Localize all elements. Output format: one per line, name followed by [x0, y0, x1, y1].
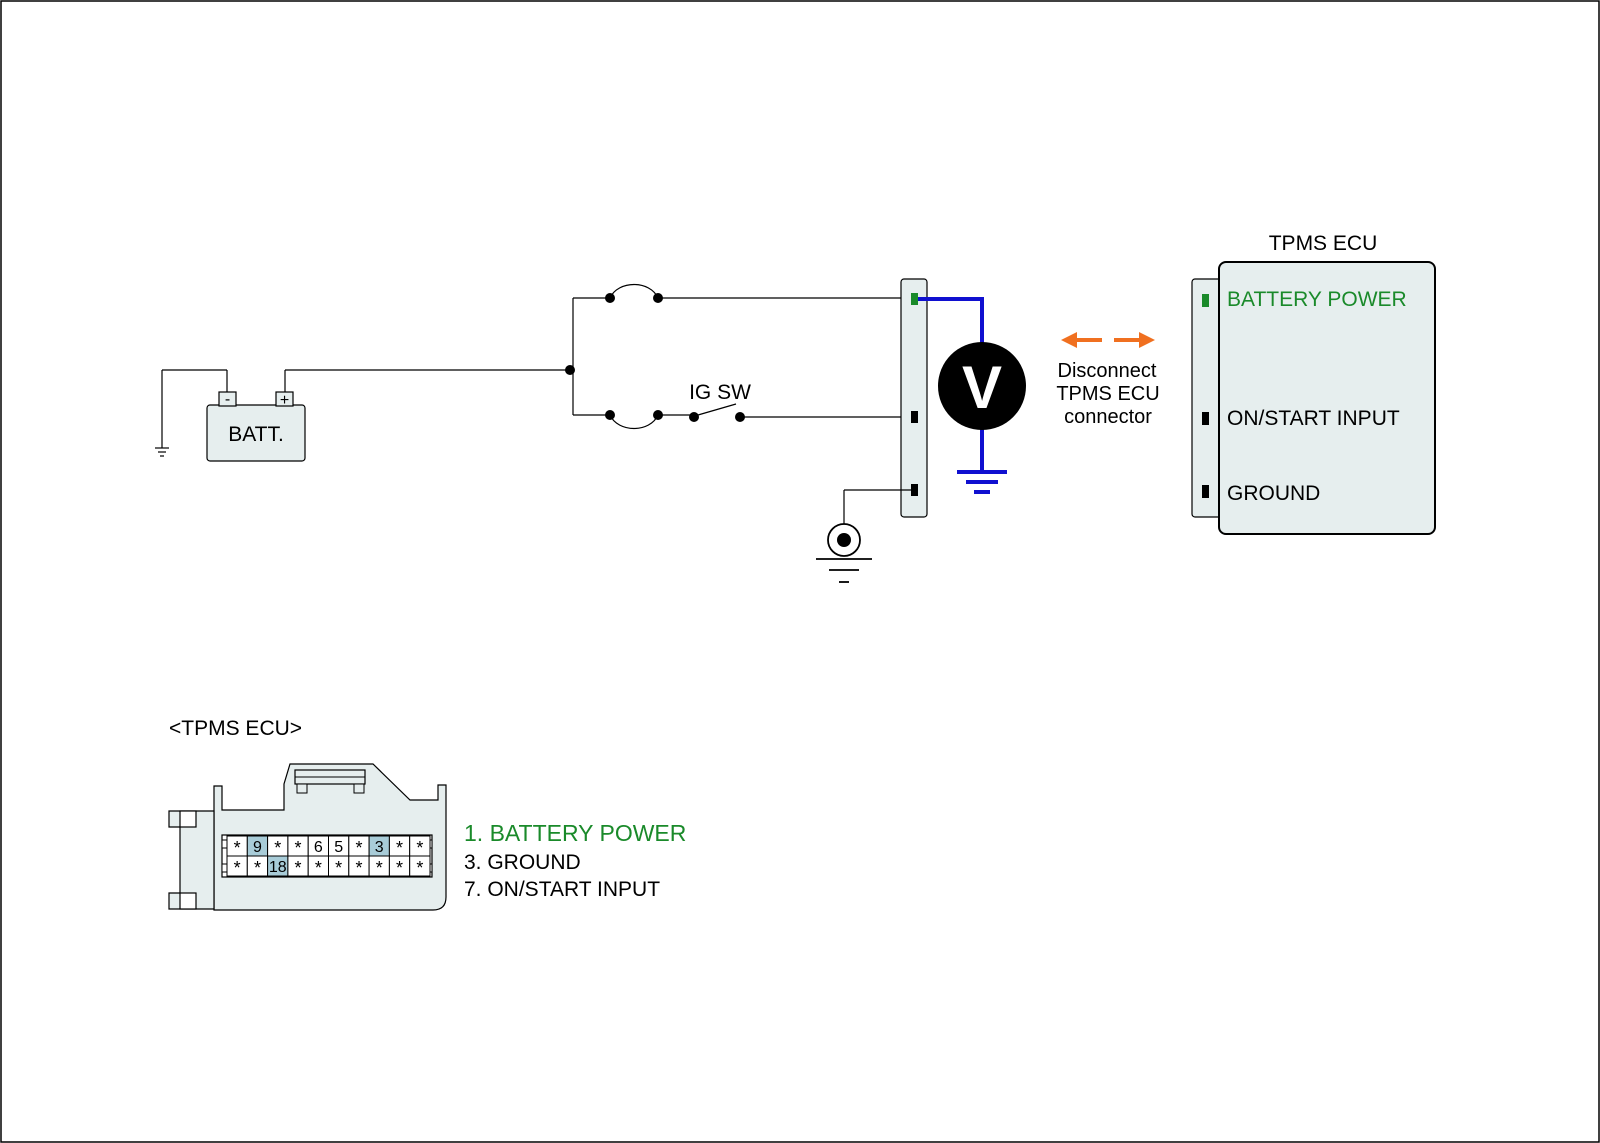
connector-pin-cell — [409, 855, 431, 877]
connector-pin-label: * — [234, 858, 241, 878]
power-distribution: IG SW — [565, 284, 912, 429]
harness-connector — [816, 278, 928, 583]
voltmeter-icon — [938, 342, 1026, 430]
arrow-left-icon — [1061, 332, 1102, 348]
instruction-line-3: connector — [1064, 406, 1152, 428]
harness-pin-ignition — [911, 411, 918, 423]
connector-pin-label: * — [315, 858, 322, 878]
ignition-switch-icon — [689, 403, 745, 422]
battery-label: BATT. — [228, 423, 284, 446]
voltmeter: V — [918, 297, 1026, 494]
arrow-right-icon — [1114, 332, 1155, 348]
connector-pin-label: * — [335, 858, 342, 878]
ecu-pin-battery — [1202, 294, 1209, 307]
instruction-line-2: TPMS ECU — [1056, 383, 1159, 405]
probe-ground-icon — [957, 470, 1007, 494]
ecu-pin-ground — [1202, 485, 1209, 498]
connector-pin-label: * — [355, 838, 362, 858]
connector-pin-label: 3 — [375, 839, 384, 856]
connector-pin-label: 5 — [334, 839, 343, 856]
legend-item: 3. GROUND — [464, 851, 581, 874]
battery-minus-label: - — [225, 391, 230, 408]
battery-negative-terminal — [218, 391, 237, 407]
ecu-pin-label-ground: GROUND — [1227, 482, 1320, 505]
connector-pin-label: 9 — [253, 839, 262, 856]
voltmeter-label: V — [962, 354, 1002, 421]
ecu-pin-label-battery: BATTERY POWER — [1227, 288, 1407, 311]
fuse-icon — [605, 284, 663, 303]
battery-positive-terminal — [275, 391, 294, 407]
probe-wire — [918, 297, 984, 344]
ecu-title: TPMS ECU — [1269, 232, 1378, 255]
connector-title: <TPMS ECU> — [169, 717, 302, 740]
battery-plus-label: + — [280, 392, 289, 409]
legend-item: 1. BATTERY POWER — [464, 820, 686, 846]
legend-item: 7. ON/START INPUT — [464, 878, 660, 901]
connector-side-latch — [168, 810, 215, 910]
tpms-ecu: TPMS ECU BATTERY POWER ON/START INPUT GR… — [1191, 232, 1436, 535]
chassis-ground-icon — [155, 447, 169, 457]
connector-pin-label: * — [234, 838, 241, 858]
connector-pin-label: * — [376, 858, 383, 878]
connector-pin-label: * — [396, 858, 403, 878]
connector-pin-label: * — [295, 838, 302, 858]
ecu-body — [1218, 261, 1436, 535]
ecu-pin-ignition — [1202, 412, 1209, 425]
ground-point-icon — [816, 523, 872, 583]
connector-pin-label: * — [274, 838, 281, 858]
connector-pin-label: 18 — [269, 859, 287, 876]
connector-pin-label: * — [416, 838, 423, 858]
connector-pin-label: 6 — [314, 839, 323, 856]
connector-pin-label: * — [355, 858, 362, 878]
fuse-icon — [605, 410, 663, 429]
disconnect-instruction: Disconnect TPMS ECU connector — [1056, 332, 1160, 428]
connector-pin-label: * — [416, 858, 423, 878]
connector-pin-label: * — [254, 858, 261, 878]
harness-pin-ground — [911, 484, 918, 496]
harness-connector-body — [900, 278, 928, 518]
battery-body — [206, 404, 306, 462]
ignition-switch-label: IG SW — [689, 381, 751, 404]
connector-pin-label: * — [396, 838, 403, 858]
connector-pin-label: * — [295, 858, 302, 878]
pin-legend: 1. BATTERY POWER 3. GROUND 7. ON/START I… — [464, 820, 686, 901]
ecu-connector-body — [1191, 278, 1223, 518]
ecu-pin-label-ignition: ON/START INPUT — [1227, 407, 1400, 430]
harness-pin-battery — [911, 293, 918, 305]
instruction-line-1: Disconnect — [1058, 360, 1157, 382]
battery: - + BATT. — [155, 369, 570, 462]
